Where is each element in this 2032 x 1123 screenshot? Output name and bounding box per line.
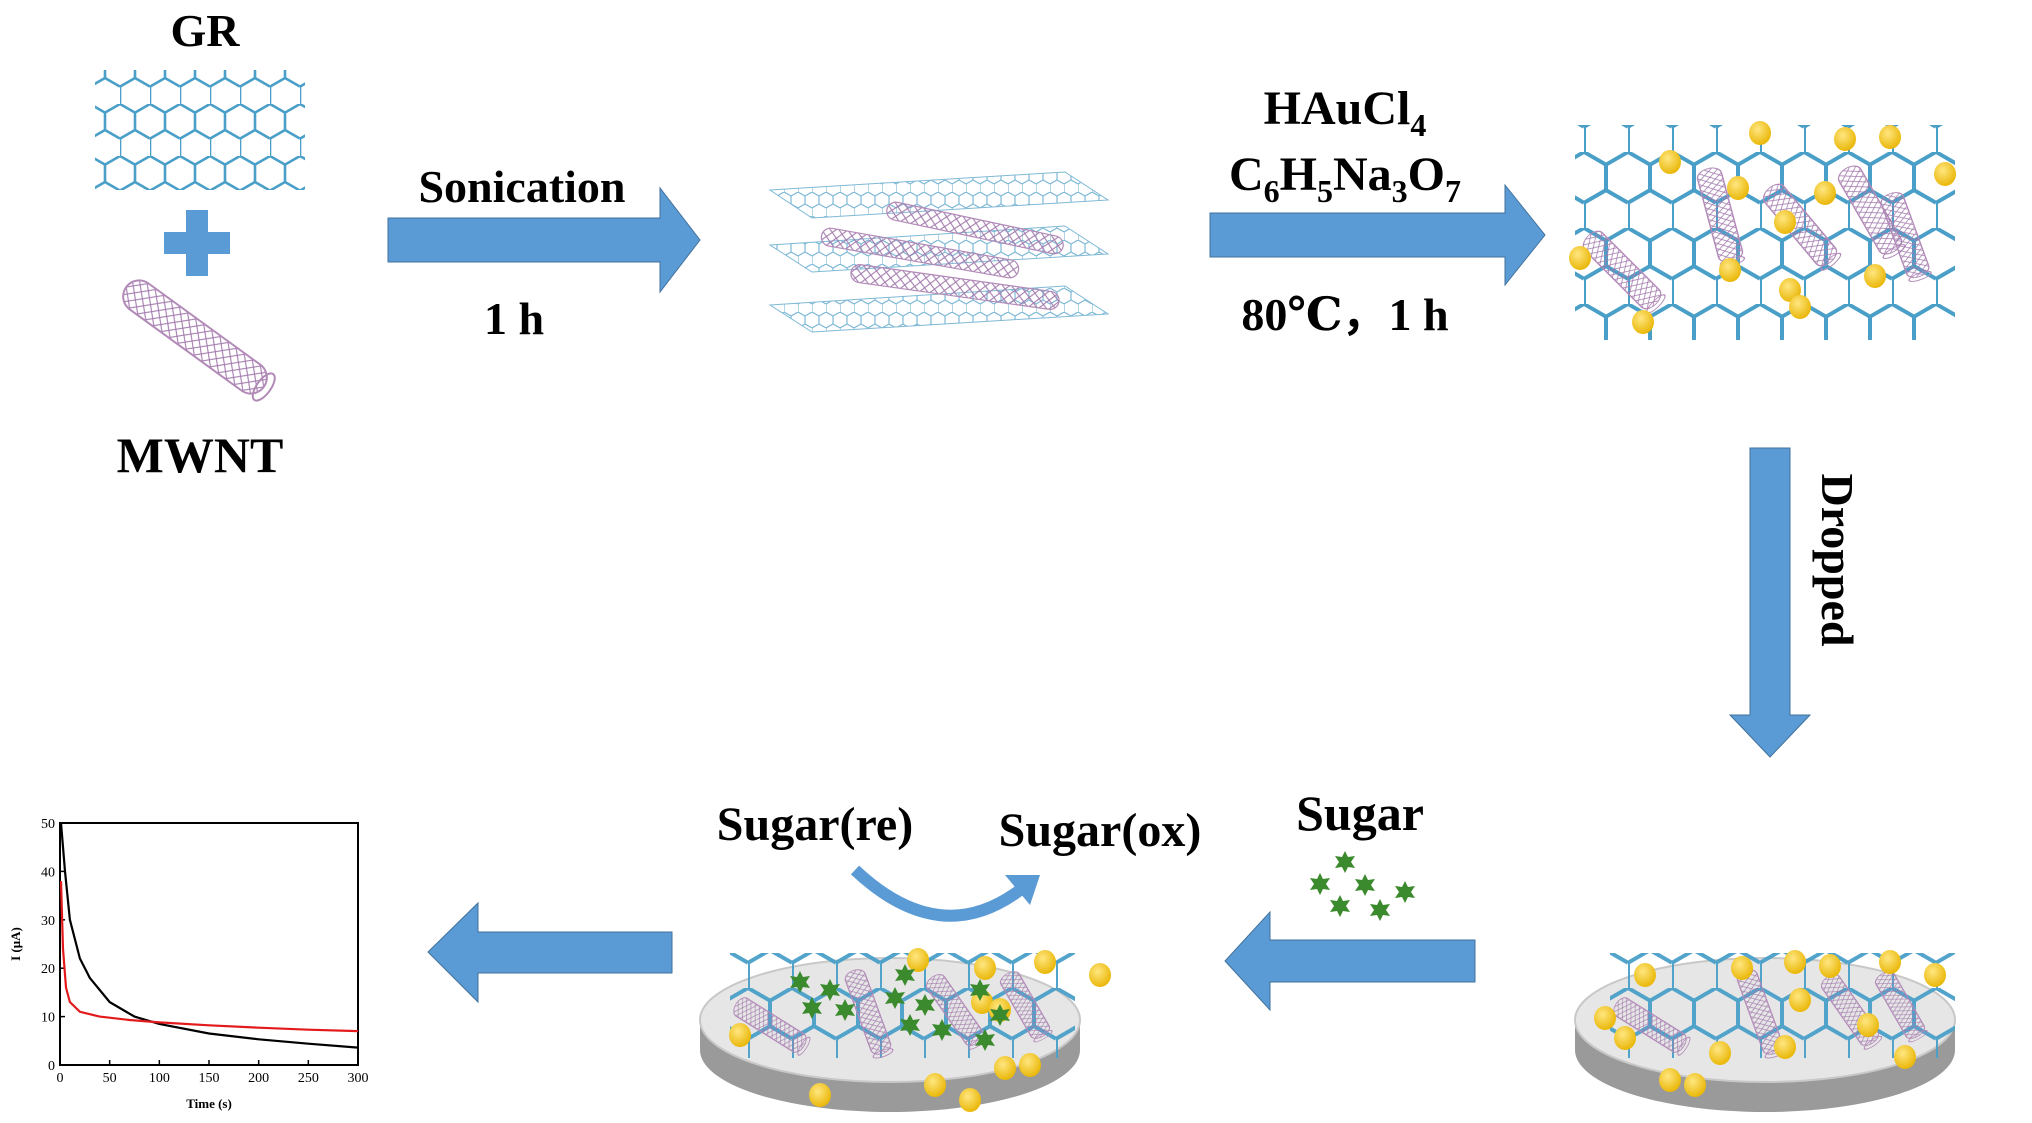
conditions-label: 80℃，1 h <box>1241 289 1448 340</box>
sugar-ox-label: Sugar(ox) <box>999 804 1202 857</box>
y-tick-label: 0 <box>48 1059 55 1074</box>
gr-label: GR <box>171 5 241 56</box>
x-tick-label: 100 <box>149 1071 170 1086</box>
plot-frame <box>59 822 359 1066</box>
sugar-molecules <box>1310 851 1415 921</box>
nanotube-icon <box>122 279 276 402</box>
svg-text:HAuCl4: HAuCl4 <box>1264 82 1427 143</box>
arrow-reduction <box>1209 183 1546 287</box>
x-tick-label: 50 <box>103 1071 117 1086</box>
arrow-dropped <box>1728 447 1812 758</box>
modified-electrode <box>1574 950 1956 1112</box>
y-tick-label: 20 <box>41 962 55 977</box>
arrow-to-chart <box>427 901 673 1004</box>
x-tick-label: 150 <box>199 1071 220 1086</box>
series-line-2 <box>59 881 359 1033</box>
arrow-sugar <box>1224 910 1476 1012</box>
redox-curved-arrow <box>850 865 1040 922</box>
sonication-label: Sonication <box>418 161 625 212</box>
graphene-sheet <box>95 70 305 190</box>
sugar-label: Sugar <box>1296 785 1424 841</box>
y-tick-label: 50 <box>41 817 55 832</box>
arrow-sonication <box>387 186 701 294</box>
reagent-hauc14-label: HAuCl4 <box>1264 82 1427 143</box>
svg-text:GR: GR <box>171 5 241 56</box>
x-tick-label: 300 <box>348 1071 369 1086</box>
svg-text:C6H5Na3O7: C6H5Na3O7 <box>1229 148 1461 209</box>
plus-icon <box>164 210 230 276</box>
dropped-label: Dropped <box>1812 474 1863 647</box>
mwnt-label: MWNT <box>117 427 284 483</box>
x-tick-label: 250 <box>298 1071 319 1086</box>
y-tick-label: 10 <box>41 1011 55 1026</box>
electrode-with-sugar <box>699 948 1111 1112</box>
x-tick-label: 200 <box>248 1071 269 1086</box>
x-tick-label: 0 <box>57 1071 64 1086</box>
au-gr-mwnt-composite <box>1569 121 1956 340</box>
sonication-time-label: 1 h <box>484 293 544 344</box>
x-axis-title: Time (s) <box>186 1096 232 1111</box>
sugar-re-label: Sugar(re) <box>717 798 913 851</box>
reagent-citrate-label: C6H5Na3O7 <box>1229 148 1461 209</box>
y-tick-label: 40 <box>41 865 55 880</box>
series-line-1 <box>59 822 359 1049</box>
stacked-gr-mwnt <box>768 171 1110 333</box>
y-tick-label: 30 <box>41 914 55 929</box>
svg-text:MWNT: MWNT <box>117 427 284 483</box>
y-axis-title: I (μA) <box>8 927 23 961</box>
